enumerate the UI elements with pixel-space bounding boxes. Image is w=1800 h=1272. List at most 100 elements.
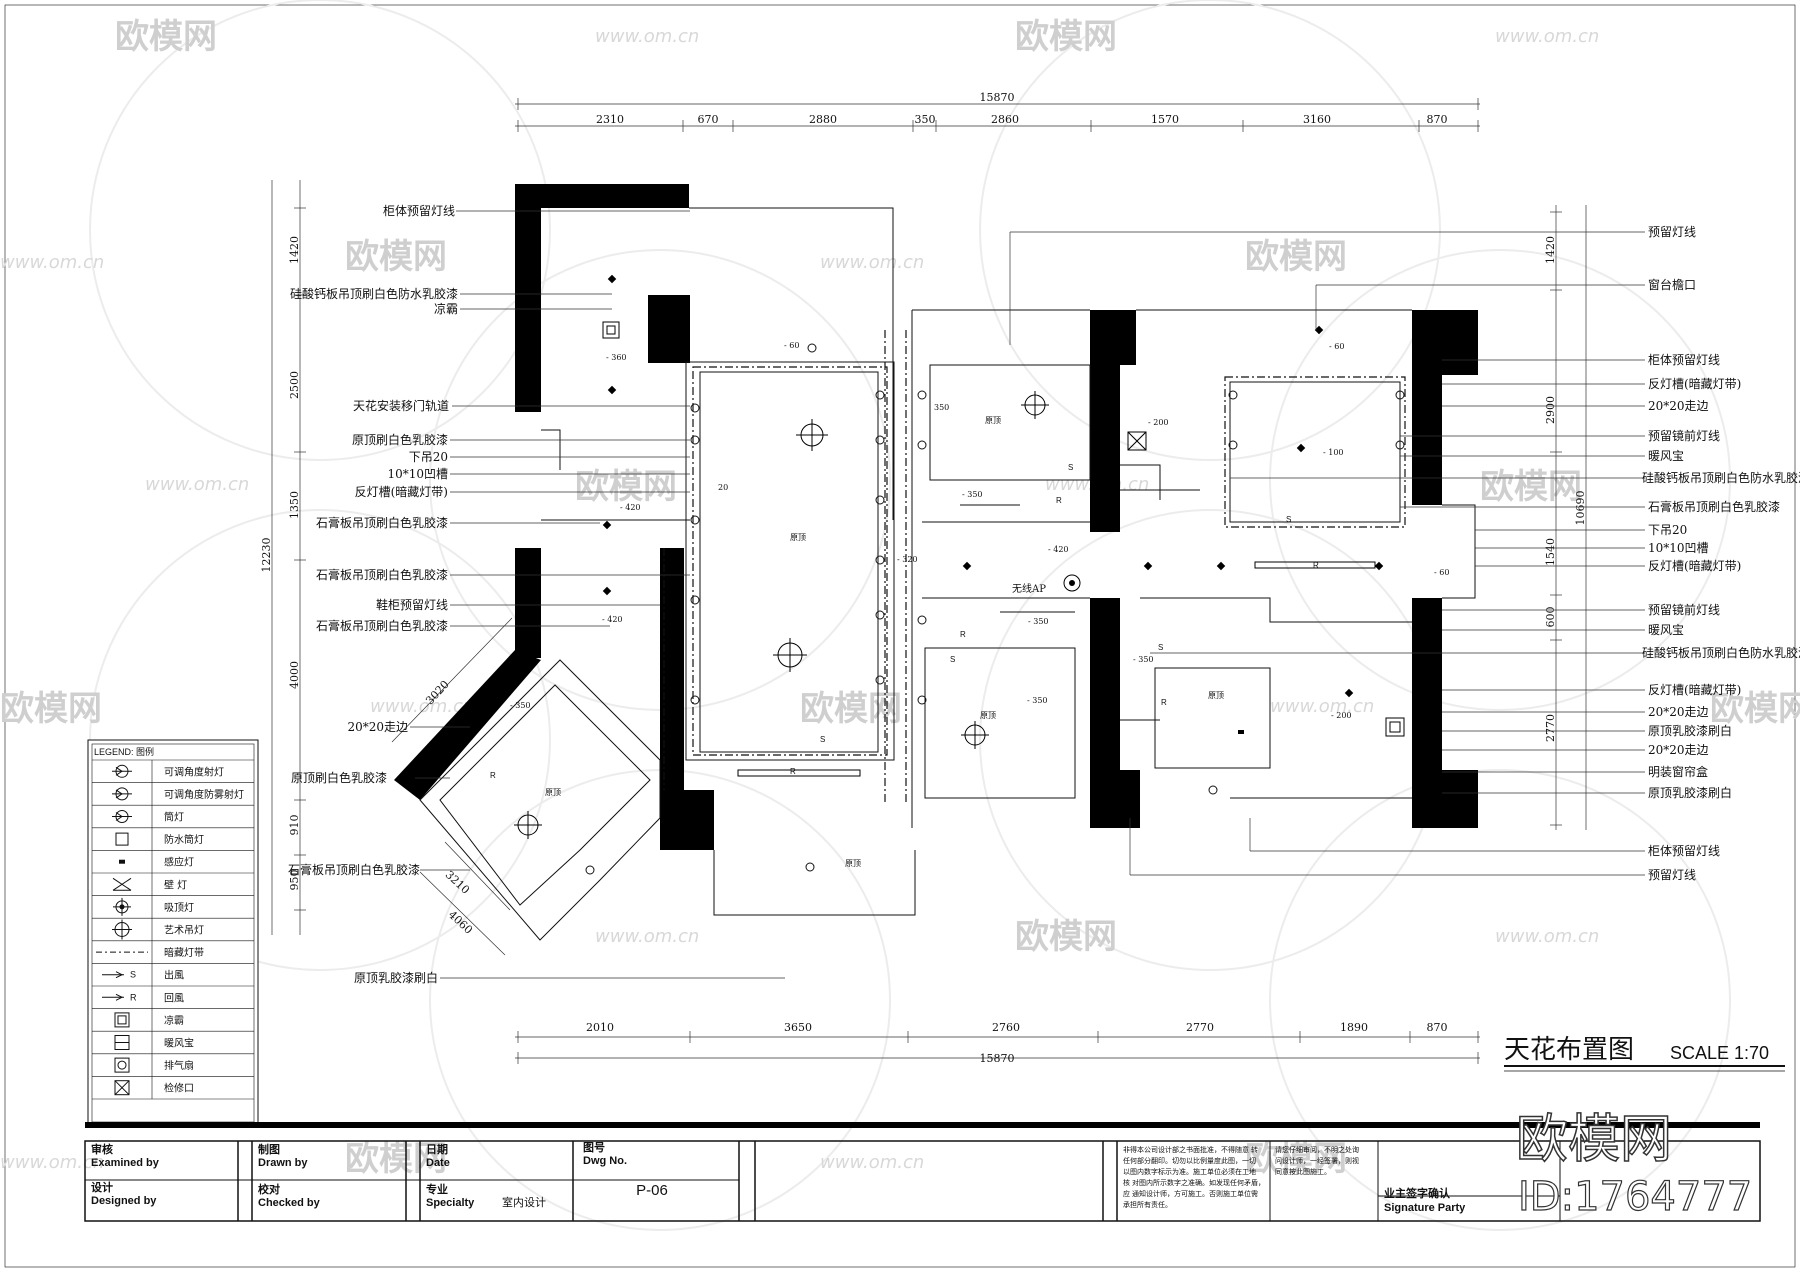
dim-top-segment: 2860: [991, 113, 1019, 126]
level-tag: - 350: [1028, 617, 1049, 626]
level-tags: - 60 - 360 - 420 - 420 - 350 - 320 - 350…: [490, 341, 1449, 868]
yuanding-tag: 原顶: [845, 859, 861, 868]
callout-label: 原顶乳胶漆刷白: [1648, 723, 1732, 738]
art-pendant-icon: [961, 721, 989, 749]
supply-air-tag: S: [820, 735, 825, 744]
dim-left-segment: 910: [288, 815, 301, 836]
callout-label: 反灯槽(暗藏灯带): [355, 484, 448, 499]
watermark-brand: 欧模网: [575, 467, 677, 507]
return-air-tag: R: [960, 630, 966, 639]
specialty-cn: 专业: [426, 1182, 448, 1196]
sensor-light-icon: [1254, 561, 1376, 569]
art-pendant-icon: [773, 638, 807, 672]
supply-air-tag: S: [1068, 463, 1073, 472]
callout-label: 原顶刷白色乳胶漆: [352, 432, 448, 447]
legend-title: LEGEND: 图例: [94, 746, 154, 757]
legend-label: 筒灯: [164, 811, 184, 824]
watermark-brand: 欧模网: [1245, 1139, 1347, 1179]
legend-label: 可调角度射灯: [164, 765, 224, 778]
drawing-scale: SCALE 1:70: [1670, 1043, 1769, 1063]
sensor-light-icon: [737, 769, 861, 777]
callout-label: 原顶刷白色乳胶漆: [291, 770, 387, 785]
dim-top-segment: 870: [1427, 113, 1448, 126]
yuanding-tag: 原顶: [985, 416, 1001, 425]
level-tag: - 350: [510, 701, 531, 710]
date-cn: 日期: [426, 1142, 448, 1156]
downlight-icon: [607, 385, 617, 395]
watermark-url: www.om.cn: [595, 26, 699, 47]
downlight-icon: [112, 810, 132, 823]
callout-label: 石膏板吊顶刷白色乳胶漆: [316, 618, 448, 633]
note-line: 任何部分翻印。切勿以比例量度此图，一切: [1123, 1156, 1256, 1165]
callout-label: 凉霸: [434, 301, 458, 316]
designed-cn: 设计: [91, 1180, 113, 1194]
drawing-title: 天花布置图: [1504, 1035, 1634, 1065]
title-block: 审核 Examined by 设计 Designed by 制图 Drawn b…: [84, 1122, 1761, 1222]
specialty-label: Specialty: [426, 1197, 475, 1209]
level-tag: - 60: [784, 341, 799, 350]
level-tag: 350: [934, 403, 949, 412]
dim-top-segment: 1570: [1151, 113, 1179, 126]
callout-label: 原顶乳胶漆刷白: [354, 970, 438, 985]
callout-label: 石膏板吊顶刷白色乳胶漆: [1648, 499, 1780, 514]
dim-right-segment: 2900: [1544, 396, 1557, 424]
art-pendant-icon: [112, 919, 132, 940]
cooling-fan-icon: [602, 321, 620, 339]
left-label-texts: 柜体预留灯线 硅酸钙板吊顶刷白色防水乳胶漆 凉霸 天花安装移门轨道 原顶刷白色乳…: [288, 204, 458, 985]
dim-left-segment: 950: [288, 870, 301, 891]
watermark-brand: 欧模网: [345, 237, 447, 277]
return-air-tag: R: [1056, 496, 1062, 505]
cooling-fan-icon: [114, 1012, 130, 1028]
level-tag: - 360: [606, 353, 627, 362]
return-air-icon: R: [102, 992, 137, 1002]
level-tag: - 350: [1027, 696, 1048, 705]
watermark-url: www.om.cn: [370, 696, 474, 717]
level-tag: - 420: [602, 615, 623, 624]
note-line: 承担所有责任。: [1123, 1200, 1172, 1209]
callout-label: 20*20走边: [1648, 705, 1709, 719]
dim-top-segment: 2880: [809, 113, 837, 126]
callout-label: 10*10凹槽: [1648, 541, 1709, 555]
return-air-tag: R: [1161, 698, 1167, 707]
downlight-icon: [602, 586, 612, 596]
callout-label: 明装窗帘盒: [1648, 764, 1708, 779]
callout-label: 暖风宝: [1648, 449, 1684, 463]
note-line: 请您仔细审阅，不明之处询: [1275, 1145, 1359, 1154]
signature-label: Signature Party: [1384, 1202, 1466, 1214]
dim-left-overall: 12230: [260, 538, 273, 573]
watermark-brand: 欧模网: [1480, 467, 1582, 507]
sensor-light-icon: [119, 859, 125, 864]
dim-left-segment: 2500: [288, 371, 301, 399]
dim-left-segment: 4000: [288, 661, 301, 689]
yuanding-tag: 原顶: [1208, 691, 1224, 700]
return-air-tag: R: [490, 771, 496, 780]
legend-label: 暗藏灯带: [164, 946, 204, 959]
supply-air-tag: S: [950, 655, 955, 664]
downlight-icon: [1344, 688, 1354, 698]
examined-cn: 审核: [91, 1142, 113, 1156]
note-line: 应 通知设计师，方可施工。否则施工单位需: [1123, 1189, 1258, 1198]
legend-label: 出風: [164, 969, 184, 982]
brand-watermark: 欧模网 ID:1764777: [1515, 1109, 1753, 1220]
watermark-brand: 欧模网: [1710, 689, 1800, 729]
callout-label: 柜体预留灯线: [1648, 353, 1720, 367]
legend-label: 检修口: [164, 1082, 194, 1095]
drawn-cn: 制图: [258, 1142, 280, 1156]
note-line: 以图内数字标示为准。施工单位必须在工地: [1123, 1167, 1256, 1176]
dim-bottom-segment: 870: [1427, 1021, 1448, 1034]
supply-air-tag: S: [1158, 643, 1163, 652]
level-tag: - 100: [1323, 448, 1344, 457]
note-line: 问设计师，一经签署，则视: [1275, 1156, 1359, 1165]
art-pendant-icon: [514, 811, 542, 839]
hidden-light-strips: [663, 330, 1406, 805]
legend-label: 可调角度防雾射灯: [164, 788, 244, 801]
level-tag: - 60: [1329, 342, 1344, 351]
dim-bottom-segment: 1890: [1340, 1021, 1368, 1034]
sensor-light-icon: [1238, 730, 1244, 734]
yuanding-tag: 原顶: [545, 788, 561, 797]
note-line: 核 对图内所示数字之准确。如发现任何矛盾，: [1123, 1178, 1265, 1187]
legend-label: 壁 灯: [164, 878, 187, 891]
downlight-icon: [607, 274, 617, 284]
dim-top-segment: 670: [698, 113, 719, 126]
callout-label: 预留镜前灯线: [1648, 602, 1720, 617]
